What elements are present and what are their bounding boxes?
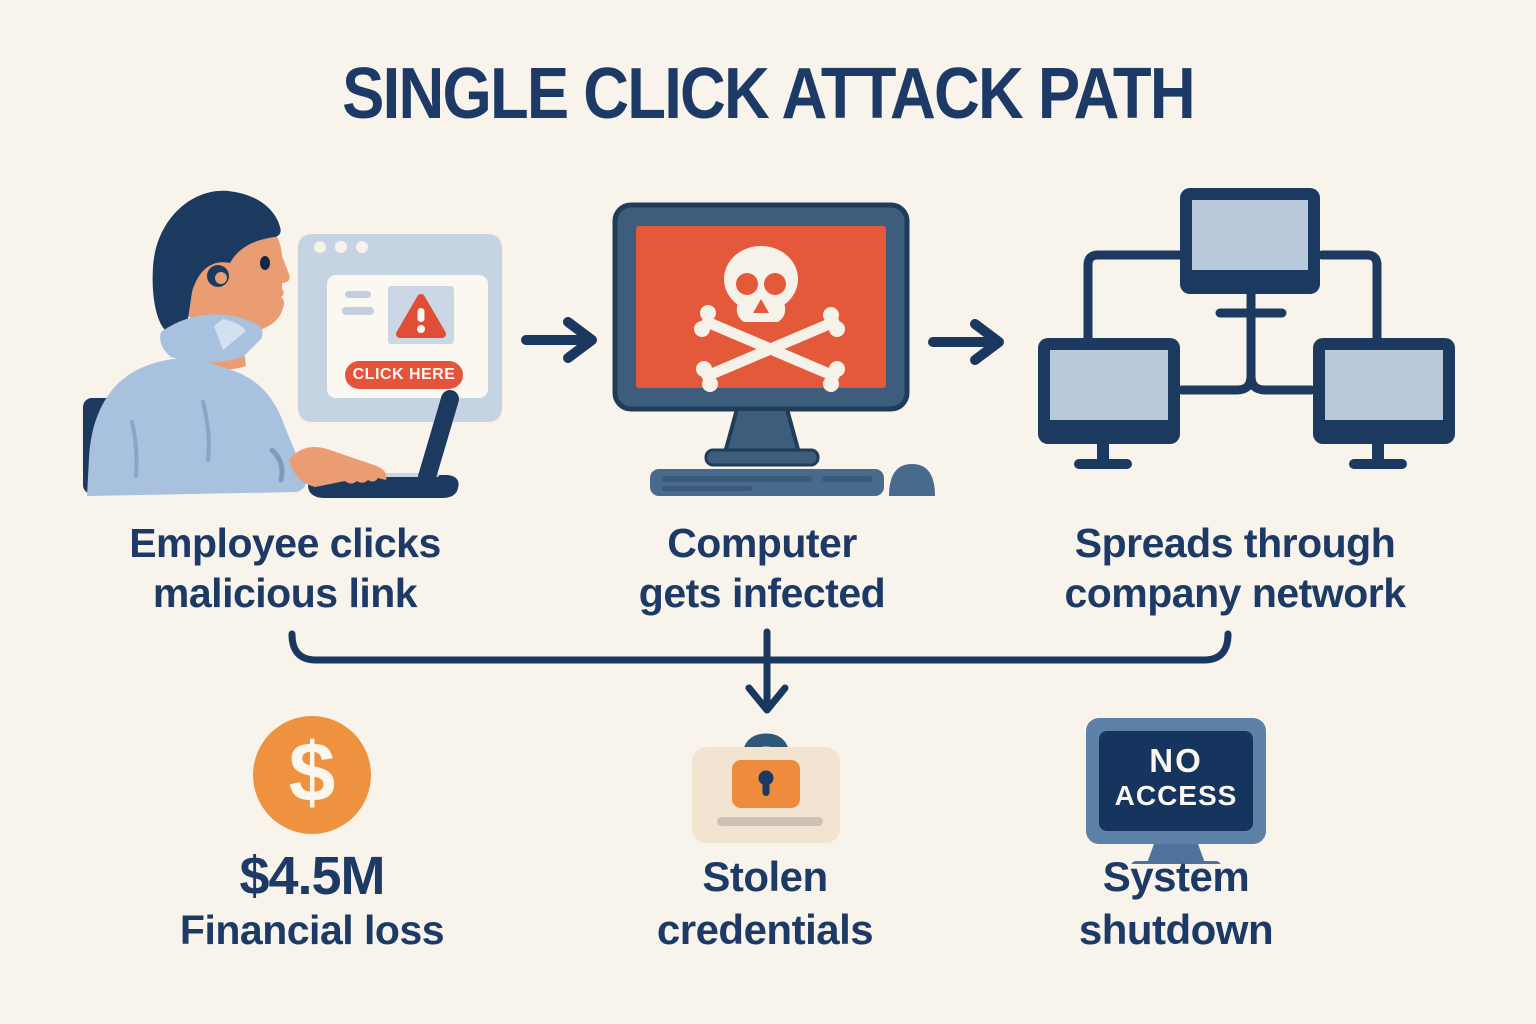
laptop-screen [418,390,459,486]
card-text-line [717,817,823,826]
page-title: SINGLE CLICK ATTACK PATH [342,54,1196,134]
arrow-down-icon [745,628,789,714]
no-access-screen-text: NO ACCESS [1099,742,1253,813]
monitor-stand [1147,844,1205,863]
collar-flap [214,319,246,350]
keyboard-keys [662,486,752,491]
financial-loss-value: $4.5M [239,846,385,906]
monitor-screen [1099,731,1253,831]
dollar-symbol: $ [288,725,336,819]
infected-computer-illustration [612,202,935,496]
step-label-computer-infected: Computer gets infected [638,520,886,616]
shirt-fold [130,420,139,478]
sleeve-cuff [269,447,285,483]
eye-icon [260,256,270,270]
employee-illustration [83,190,502,498]
step-label-employee-clicks: Employee clicks malicious link [129,520,441,616]
padlock-icon [692,733,840,843]
employee-person-graphic [87,190,306,496]
bracket-connector [288,628,1232,714]
arrow-right-icon [928,319,1004,365]
financial-loss-label: Financial loss [179,907,445,953]
keyboard-icon [650,469,884,496]
text-line-placeholder [342,307,374,315]
exclamation-mark-icon [417,325,425,333]
network-node-right [1313,338,1455,469]
network-links [1083,250,1382,395]
keyboard-keys [822,476,872,482]
arrow-right-icon [521,317,597,363]
skull-crossbones-icon [694,246,845,392]
keyhole-icon [762,780,770,796]
monitor-stand [722,407,802,455]
dollar-coin-icon: $ [253,716,371,834]
no-access-monitor-icon [1086,718,1266,864]
shirt-fold [201,400,211,462]
system-shutdown-label: System shutdown [1078,853,1274,953]
torso-shirt [87,358,306,496]
browser-window-graphic [298,234,502,422]
window-dot-icon [356,241,368,253]
laptop-graphic [289,390,459,498]
hand [289,447,387,487]
ear-icon [215,272,227,284]
exclamation-mark-icon [417,308,425,322]
step-label-network-spread: Spreads through company network [1064,520,1406,616]
mouse-icon [889,464,935,496]
monitor-stand-base [704,448,820,467]
click-here-button[interactable]: CLICK HERE [345,361,463,389]
no-access-line2: ACCESS [1114,780,1238,811]
network-node-left [1038,338,1180,469]
window-dot-icon [314,241,326,253]
text-line-placeholder [345,291,371,298]
stolen-credentials-label: Stolen credentials [656,853,874,953]
network-illustration [1038,188,1455,469]
no-access-line1: NO [1149,742,1203,779]
keyhole-icon [758,770,774,786]
window-dot-icon [335,241,347,253]
network-node-top [1180,188,1320,294]
monitor-stand-base [1131,861,1221,864]
keyboard-keys [662,476,812,482]
hair [152,190,281,334]
